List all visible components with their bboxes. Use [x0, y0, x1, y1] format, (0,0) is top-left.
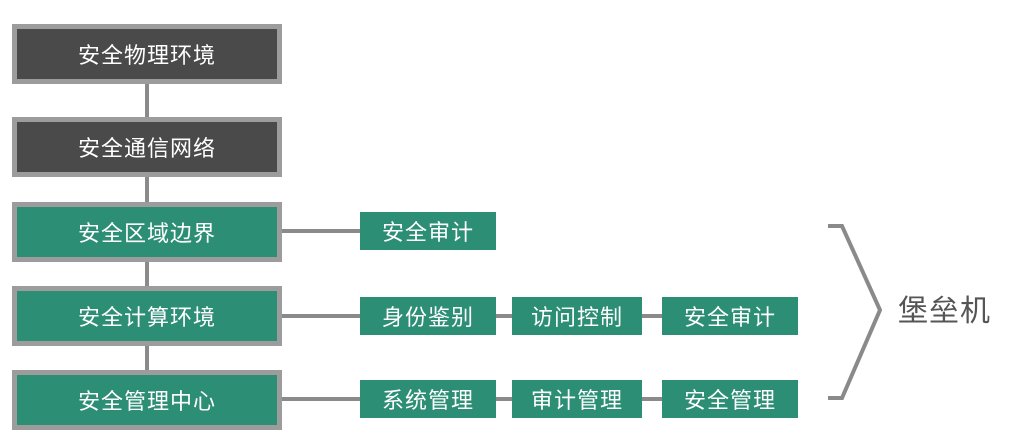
bastion-host-text: 堡垒机 — [898, 294, 991, 329]
layer-label: 安全计算环境 — [77, 306, 216, 331]
layer-label: 安全管理中心 — [77, 390, 216, 415]
grouping-bracket — [828, 224, 883, 400]
layer-physical-environment: 安全物理环境 — [12, 24, 282, 84]
compute-item-access-control: 访问控制 — [512, 297, 642, 335]
compute-item-security-audit: 安全审计 — [662, 297, 798, 335]
sub-item-label: 访问控制 — [530, 306, 623, 331]
layer-management-center: 安全管理中心 — [12, 370, 282, 430]
management-item-security-management: 安全管理 — [662, 380, 798, 418]
layer-communication-network: 安全通信网络 — [12, 117, 282, 177]
management-item-audit-management: 审计管理 — [512, 380, 642, 418]
layer-region-boundary: 安全区域边界 — [12, 202, 282, 262]
compute-item-identity-auth: 身份鉴别 — [360, 297, 496, 335]
sub-item-label: 安全审计 — [381, 221, 474, 246]
bastion-host-label: 堡垒机 — [898, 286, 1008, 330]
sub-item-label: 系统管理 — [381, 389, 474, 414]
layer-label: 安全区域边界 — [77, 222, 216, 247]
region-item-security-audit: 安全审计 — [360, 212, 496, 250]
layer-label: 安全通信网络 — [77, 137, 216, 162]
sub-item-label: 审计管理 — [530, 389, 623, 414]
sub-item-label: 安全审计 — [683, 306, 776, 331]
sub-item-label: 安全管理 — [683, 389, 776, 414]
layer-compute-environment: 安全计算环境 — [12, 286, 282, 346]
layer-label: 安全物理环境 — [77, 44, 216, 69]
management-item-system-management: 系统管理 — [360, 380, 496, 418]
sub-item-label: 身份鉴别 — [381, 306, 474, 331]
